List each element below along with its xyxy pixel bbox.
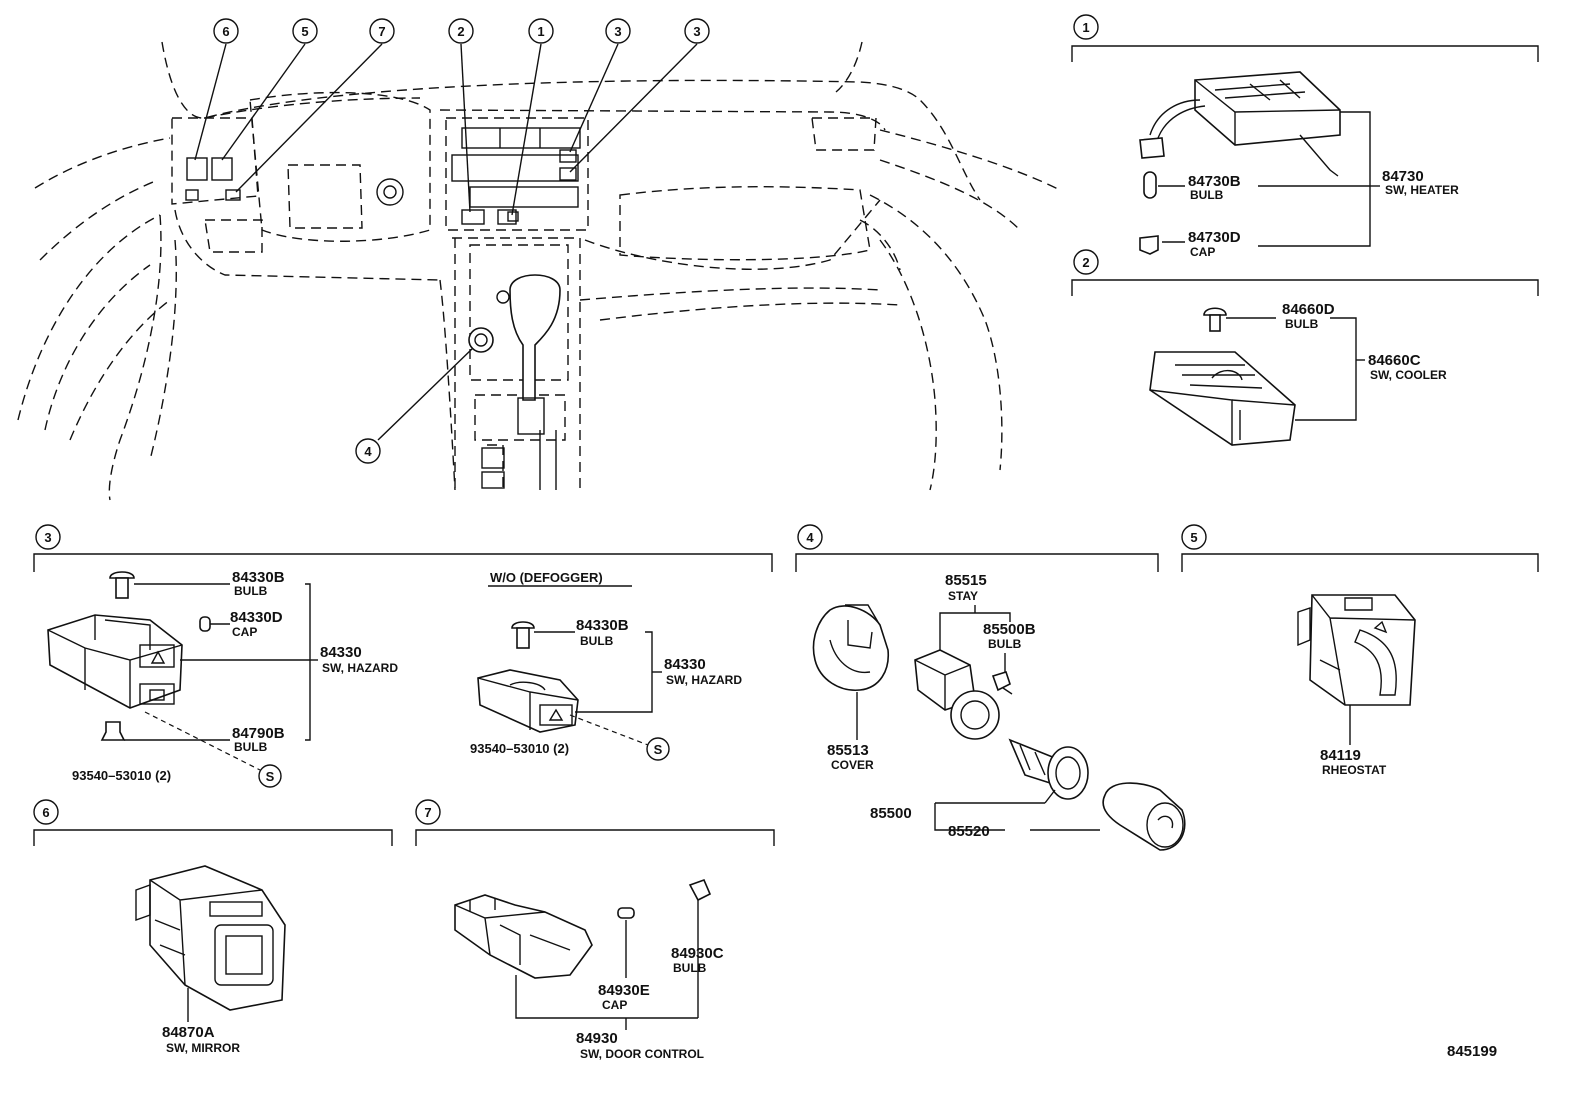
svg-text:84330B: 84330B	[232, 569, 285, 586]
svg-text:BULB: BULB	[234, 740, 268, 754]
svg-text:84930E: 84930E	[598, 982, 650, 999]
lighter-knob-illustration	[1102, 782, 1186, 851]
svg-text:CAP: CAP	[602, 998, 627, 1012]
svg-text:W/O (DEFOGGER): W/O (DEFOGGER)	[490, 570, 603, 585]
dashboard-overview: 6 5 7 2 1 3 3 4	[17, 18, 1061, 501]
svg-text:S: S	[654, 742, 663, 757]
bulb-icon	[109, 571, 135, 579]
bulb-icon	[100, 721, 126, 741]
hazard-switch-illustration	[47, 614, 183, 709]
svg-text:84330: 84330	[664, 656, 706, 673]
svg-text:84660D: 84660D	[1282, 301, 1335, 318]
section-4: 4	[795, 524, 1186, 851]
svg-text:84660C: 84660C	[1368, 352, 1421, 369]
svg-text:84790B: 84790B	[232, 725, 285, 742]
callout-1: 1	[528, 18, 554, 44]
svg-text:CAP: CAP	[1190, 245, 1215, 259]
svg-text:6: 6	[42, 805, 49, 820]
svg-text:6: 6	[222, 24, 229, 39]
svg-text:BULB: BULB	[673, 961, 707, 975]
cap-icon	[199, 616, 211, 632]
svg-text:S: S	[266, 769, 275, 784]
svg-text:84119: 84119	[1320, 747, 1361, 764]
svg-text:2: 2	[457, 24, 464, 39]
svg-text:SW, HAZARD: SW, HAZARD	[322, 661, 398, 675]
callout-5: 5	[292, 18, 318, 44]
svg-text:4: 4	[806, 530, 814, 545]
svg-text:SW, MIRROR: SW, MIRROR	[166, 1041, 240, 1055]
svg-text:CAP: CAP	[232, 625, 257, 639]
svg-text:3: 3	[614, 24, 621, 39]
svg-text:7: 7	[378, 24, 385, 39]
svg-text:STAY: STAY	[948, 589, 978, 603]
svg-text:SW, COOLER: SW, COOLER	[1370, 368, 1447, 382]
lighter-socket-illustration	[1008, 738, 1089, 800]
lighter-stay-illustration	[914, 649, 1000, 740]
callout-3a: 3	[605, 18, 631, 44]
rheostat-illustration	[1297, 594, 1416, 706]
bulb-icon	[688, 878, 712, 902]
hazard-switch-variant-illustration	[477, 669, 579, 733]
svg-text:4: 4	[364, 444, 372, 459]
svg-text:84330: 84330	[320, 644, 362, 661]
cap-icon	[1139, 235, 1159, 255]
svg-text:BULB: BULB	[234, 584, 268, 598]
section-3: 3 S 84330B BULB 84330D CAP 84330 SW	[33, 524, 773, 788]
svg-text:SW, HAZARD: SW, HAZARD	[666, 673, 742, 687]
svg-text:84730B: 84730B	[1188, 173, 1241, 190]
callout-2: 2	[448, 18, 474, 44]
svg-text:BULB: BULB	[580, 634, 614, 648]
svg-text:SW, HEATER: SW, HEATER	[1385, 183, 1459, 197]
svg-text:84730: 84730	[1382, 168, 1424, 185]
svg-text:5: 5	[1190, 530, 1197, 545]
svg-text:BULB: BULB	[1190, 188, 1224, 202]
svg-text:3: 3	[693, 24, 700, 39]
svg-text:84870A: 84870A	[162, 1024, 215, 1041]
svg-text:93540–53010 (2): 93540–53010 (2)	[72, 768, 171, 783]
svg-text:85500B: 85500B	[983, 621, 1036, 638]
door-control-switch-illustration	[454, 894, 593, 979]
heater-switch-illustration	[1139, 71, 1341, 177]
svg-text:3: 3	[44, 530, 51, 545]
svg-text:7: 7	[424, 805, 431, 820]
svg-text:BULB: BULB	[1285, 317, 1319, 331]
svg-text:85513: 85513	[827, 742, 869, 759]
section-7: 7 84930C BULB 84930E CAP 84930 SW, DOOR …	[415, 799, 775, 1061]
svg-text:SW, DOOR CONTROL: SW, DOOR CONTROL	[580, 1047, 704, 1061]
svg-text:84930: 84930	[576, 1030, 618, 1047]
bulb-icon	[1203, 307, 1227, 316]
lighter-cover-illustration	[812, 604, 889, 691]
svg-text:93540–53010 (2): 93540–53010 (2)	[470, 741, 569, 756]
svg-text:BULB: BULB	[988, 637, 1022, 651]
svg-text:84330D: 84330D	[230, 609, 283, 626]
cap-icon	[617, 907, 635, 919]
svg-text:85500: 85500	[870, 805, 912, 822]
cooler-switch-illustration	[1149, 351, 1296, 446]
callout-6: 6	[213, 18, 239, 44]
svg-text:85520: 85520	[948, 823, 990, 840]
section-5: 5 84119 RHEOSTAT	[1181, 524, 1539, 777]
svg-text:1: 1	[537, 24, 544, 39]
svg-text:RHEOSTAT: RHEOSTAT	[1322, 763, 1387, 777]
svg-text:85515: 85515	[945, 572, 987, 589]
section-2: 2 84660D BULB 84660C SW, COOLER	[1071, 249, 1539, 446]
svg-text:1: 1	[1082, 20, 1089, 35]
bulb-icon	[511, 621, 535, 629]
bulb-icon	[991, 671, 1011, 692]
section-6: 6 84870A SW, MIRROR	[33, 799, 393, 1055]
svg-text:COVER: COVER	[831, 758, 874, 772]
bulb-icon	[1143, 171, 1157, 199]
svg-text:84730D: 84730D	[1188, 229, 1241, 246]
svg-text:84330B: 84330B	[576, 617, 629, 634]
drawing-id: 845199	[1447, 1043, 1497, 1060]
callout-4: 4	[355, 438, 381, 464]
svg-text:84930C: 84930C	[671, 945, 724, 962]
svg-text:5: 5	[301, 24, 308, 39]
svg-text:2: 2	[1082, 255, 1089, 270]
mirror-switch-illustration	[135, 865, 286, 1011]
callout-7: 7	[369, 18, 395, 44]
callout-3b: 3	[684, 18, 710, 44]
section-1: 1 84730 SW, HEATER 84730B BULB 84730D CA…	[1071, 14, 1539, 259]
